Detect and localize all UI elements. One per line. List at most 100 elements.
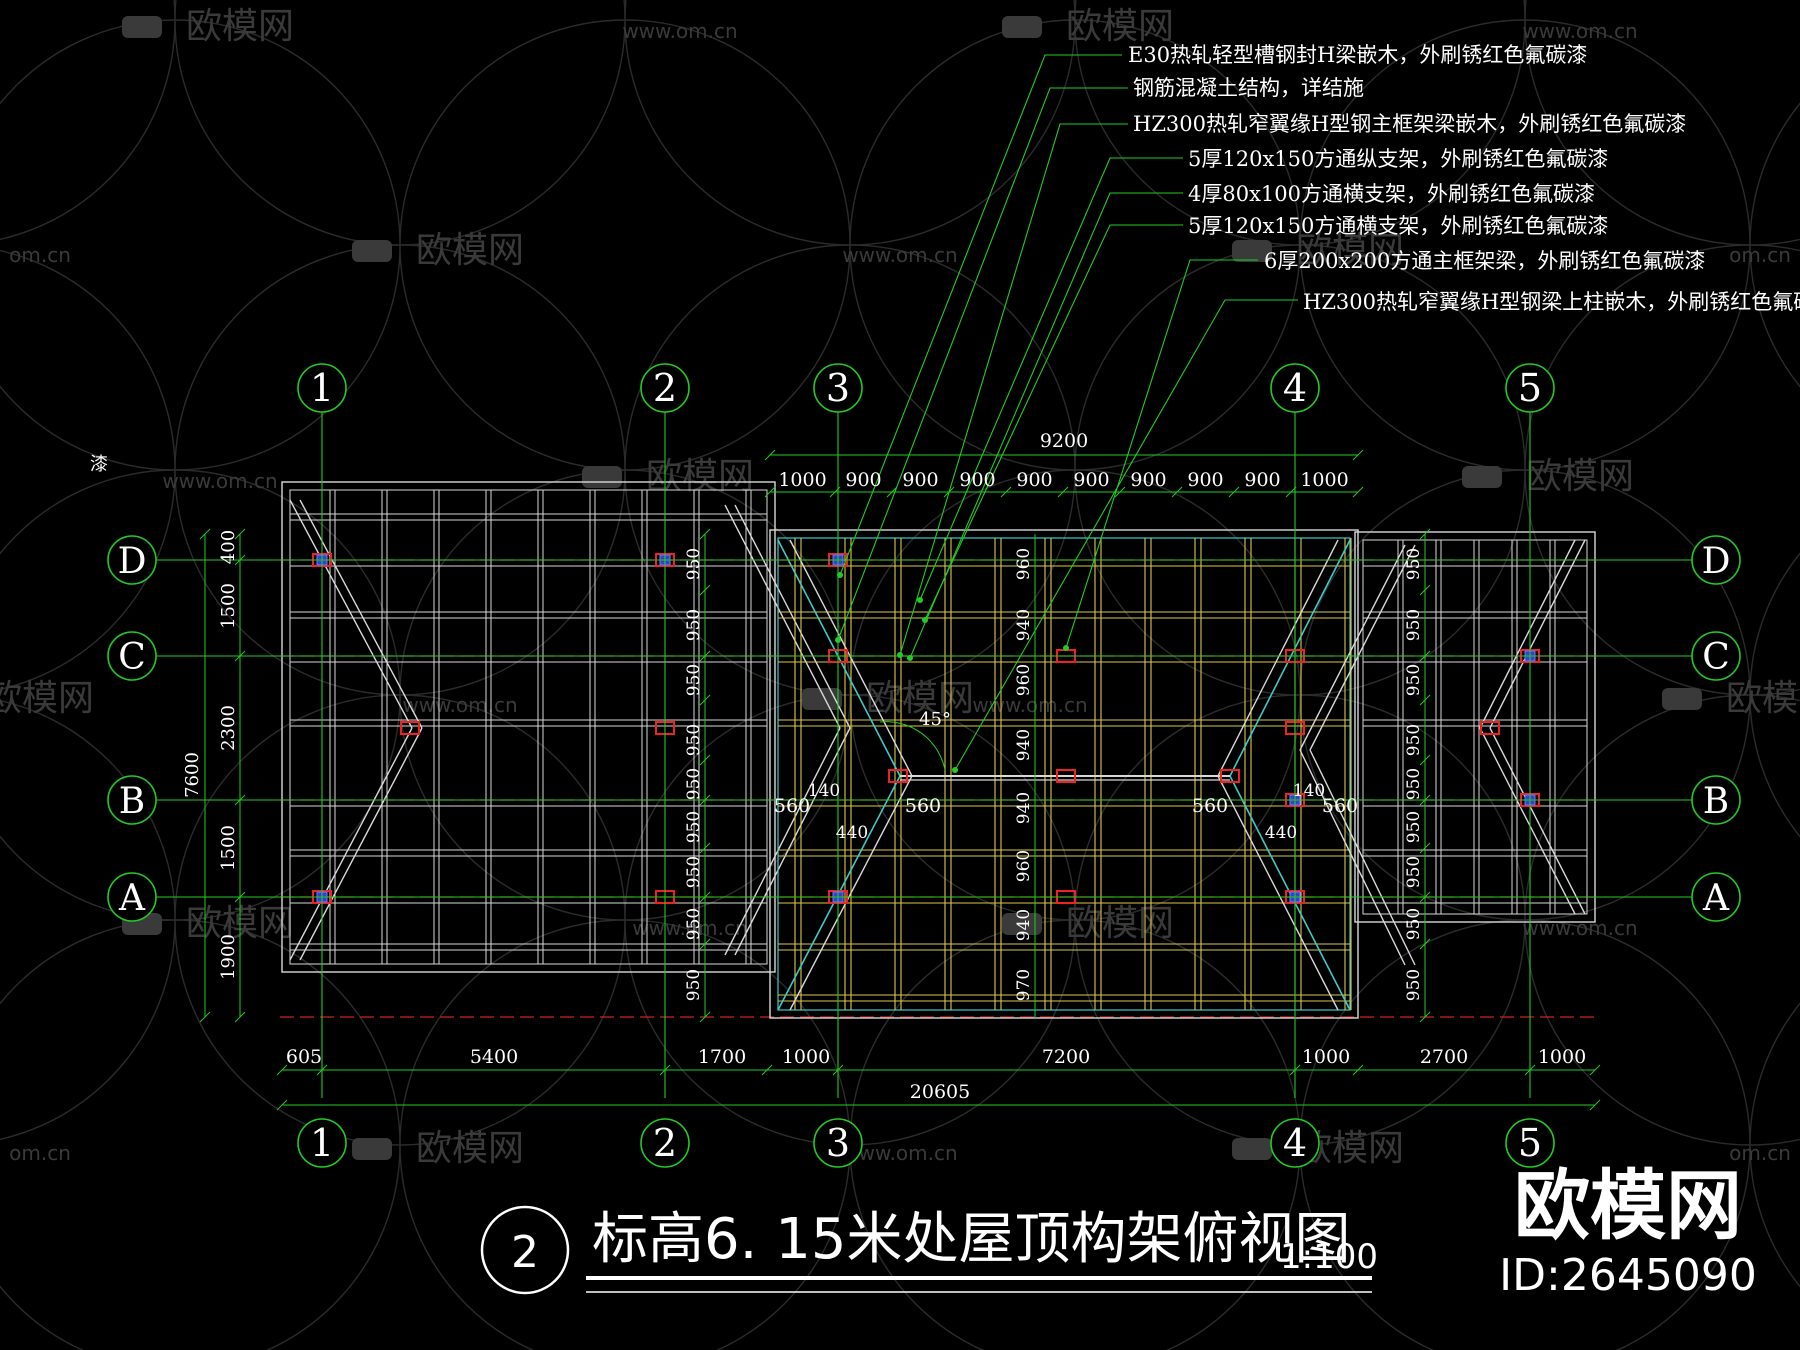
dim-tick — [1352, 486, 1364, 498]
watermark-url-short: om.cn — [9, 1141, 71, 1165]
dim-950-left: 950 — [684, 908, 704, 940]
dim-tick — [764, 486, 776, 498]
right-hip — [1489, 539, 1586, 729]
axis-bubble-circle — [107, 872, 157, 922]
watermark-url-short: om.cn — [1729, 1141, 1791, 1165]
dim-left-segment: 400 — [218, 530, 239, 564]
axis-bubble-circle — [813, 1118, 863, 1168]
dim-tick — [1419, 1011, 1431, 1023]
annotation-8: HZ300热轧窄翼缘H型钢梁上柱嵌木，外刷锈红色氟碳漆 — [1303, 290, 1800, 314]
axis-bubble-circle — [1691, 775, 1741, 825]
watermark-url-short: om.cn — [9, 243, 71, 267]
dim-middle-segment: 970 — [1014, 969, 1034, 1001]
axis-bubble-circle — [297, 363, 347, 413]
dim-detail-440: 440 — [836, 823, 868, 843]
watermark-url: www.om.cn — [632, 916, 747, 940]
dim-middle-segment: 960 — [1014, 548, 1034, 580]
brand-id: ID:2645090 — [1499, 1250, 1757, 1301]
axis-bubble-label-1: 1 — [310, 366, 334, 410]
dim-tick — [199, 528, 211, 540]
annotation-leaders — [835, 54, 1298, 773]
steel-frame-structure — [281, 481, 1596, 1019]
dim-bottom-segment: 1000 — [1302, 1046, 1350, 1068]
left-hip — [289, 727, 413, 961]
dim-detail-560: 560 — [1192, 795, 1228, 817]
dim-950-right: 950 — [1404, 768, 1424, 800]
watermark-sofa-icon — [1002, 16, 1042, 38]
dim-detail-560: 560 — [774, 795, 810, 817]
watermark-circle — [0, 249, 176, 691]
central-hip — [1217, 539, 1339, 777]
leader-endpoint — [952, 767, 958, 773]
annotation-leader — [837, 87, 1128, 641]
axis-bubble-label-3: 3 — [826, 1121, 850, 1165]
right-brace — [1309, 749, 1416, 966]
dim-tick — [234, 794, 246, 806]
axis-bubble-circle — [1691, 631, 1741, 681]
left-hip — [289, 499, 413, 729]
central-hip — [789, 775, 913, 1011]
watermark-brand: 欧模网 — [1066, 903, 1174, 944]
watermark-sofa-icon — [1232, 240, 1272, 262]
right-frame-outline — [1354, 531, 1596, 923]
column-marker — [1056, 769, 1076, 783]
dim-tick — [316, 1064, 328, 1076]
dim-tick — [276, 1099, 288, 1111]
leader-endpoint — [1063, 645, 1069, 651]
dim-tick — [1000, 486, 1012, 498]
axis-bubble-label-2: 2 — [653, 1121, 677, 1165]
dim-bottom-total: 20605 — [910, 1081, 970, 1103]
axis-bubble-circle — [1505, 363, 1555, 413]
dim-left-segment: 1900 — [218, 934, 239, 980]
dim-950-left: 950 — [684, 768, 704, 800]
dim-top-segment: 1000 — [778, 469, 826, 491]
dim-950-right: 950 — [1404, 664, 1424, 696]
dim-top-segment: 900 — [845, 469, 881, 491]
dim-middle-segment: 960 — [1014, 850, 1034, 882]
dim-tick — [1228, 486, 1240, 498]
dim-left-total: 7600 — [182, 752, 203, 798]
central-hip — [777, 539, 901, 777]
leader-endpoint — [837, 572, 843, 578]
central-hip — [789, 539, 913, 777]
dim-detail-140: 140 — [1293, 781, 1325, 801]
right-brace — [1299, 749, 1406, 966]
dim-top-segment: 900 — [1187, 469, 1223, 491]
watermark-sofa-icon — [352, 240, 392, 262]
axis-bubble-circle — [640, 363, 690, 413]
watermark-sofa-icon — [1662, 688, 1702, 710]
watermark-brand: 欧模网 — [186, 6, 294, 47]
central-frame-outline — [769, 529, 1359, 1019]
leader-endpoint — [922, 617, 928, 623]
axis-bubble-label-3: 3 — [826, 366, 850, 410]
annotation-leader — [909, 192, 1183, 659]
watermark-sofa-icon — [1002, 913, 1042, 935]
central-hip — [1229, 539, 1351, 777]
annotation-7: 6厚200x200方通主框架梁，外刷锈红色氟碳漆 — [1264, 249, 1705, 273]
dim-950-left: 950 — [684, 811, 704, 843]
dim-bottom-segment: 1000 — [782, 1046, 830, 1068]
dim-top-segment: 900 — [1016, 469, 1052, 491]
dim-top-total: 9200 — [1040, 430, 1088, 452]
watermark-circle — [1749, 1002, 1800, 1288]
annotation-1: E30热轧轻型槽钢封H梁嵌木，外刷锈红色氟碳漆 — [1128, 43, 1587, 67]
dim-top-segment: 900 — [1073, 469, 1109, 491]
axis-bubble-label-C: C — [118, 637, 146, 678]
axis-bubble-label-5: 5 — [1518, 366, 1542, 410]
axis-bubble-label-B: B — [119, 781, 145, 822]
diag-brace — [734, 504, 851, 729]
annotation-4: 5厚120x150方通纵支架，外刷锈红色氟碳漆 — [1188, 147, 1608, 171]
axis-bubble-label-A: A — [118, 878, 146, 919]
watermark-brand: 欧模网 — [1726, 678, 1800, 719]
dim-tick — [832, 1064, 844, 1076]
dim-angle-45: 45° — [919, 709, 951, 730]
axis-bubble-label-2: 2 — [653, 366, 677, 410]
watermark-url-short: om.cn — [1729, 243, 1791, 267]
watermark-sofa-icon — [1232, 1138, 1272, 1160]
dim-950-right: 950 — [1404, 724, 1424, 756]
watermark-brand: 欧模网 — [416, 230, 524, 271]
dim-top-segment: 900 — [1244, 469, 1280, 491]
axis-bubble-circle — [1691, 872, 1741, 922]
